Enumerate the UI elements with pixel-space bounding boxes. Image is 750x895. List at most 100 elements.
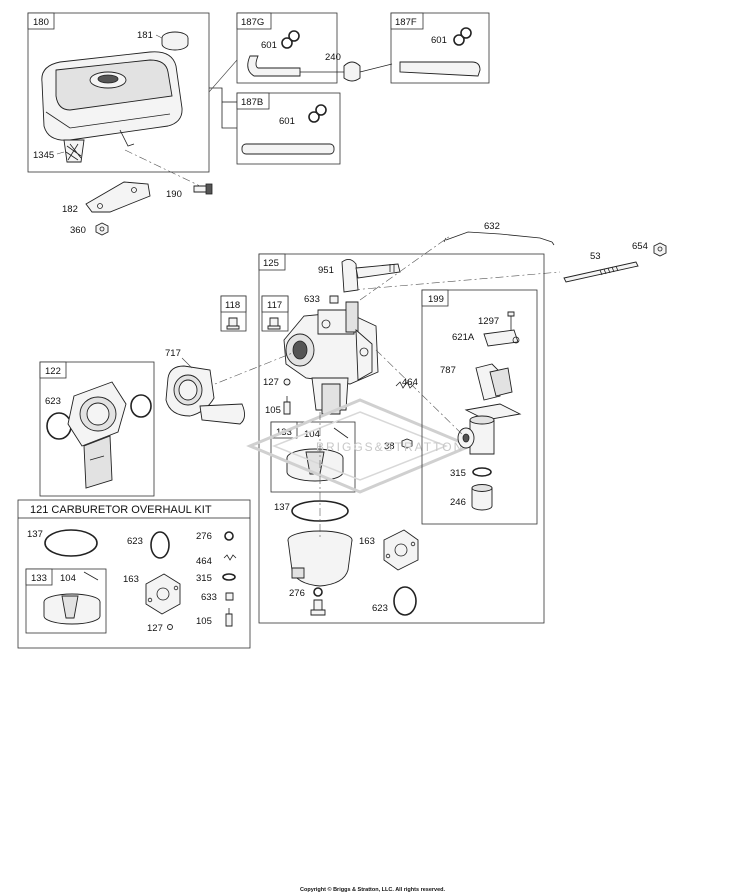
kit-label-137: 137 bbox=[27, 529, 43, 540]
label-623-122: 623 bbox=[45, 396, 61, 407]
screw-38-part bbox=[401, 438, 413, 449]
label-127: 127 bbox=[263, 377, 279, 388]
spring-464-part bbox=[395, 381, 415, 389]
kit-float-box-label: 133 bbox=[31, 573, 47, 584]
gasket-assembly-122-group: 122 623 bbox=[39, 361, 155, 497]
kit-label-315: 315 bbox=[196, 573, 212, 584]
linkage-box-frame bbox=[421, 289, 538, 525]
overhaul-kit-title: 121 CARBURETOR OVERHAUL KIT bbox=[30, 504, 212, 516]
fuel-line-187b-box-label: 187B bbox=[241, 97, 263, 108]
stud-part bbox=[563, 261, 639, 283]
label-621a: 621A bbox=[452, 332, 475, 343]
fuel-line-187f-frame bbox=[390, 12, 490, 84]
fuel-line-187b-group: 187B 601 bbox=[236, 92, 341, 165]
governor-spring-part bbox=[443, 231, 555, 246]
label-633: 633 bbox=[304, 294, 320, 305]
kit-label-127: 127 bbox=[147, 623, 163, 634]
label-601-b: 601 bbox=[279, 116, 295, 127]
float-pin-104-part bbox=[333, 427, 349, 439]
fuel-tank-group: 180 181 1345 bbox=[27, 12, 210, 173]
tank-to-fuel-line-connector bbox=[209, 87, 237, 129]
fuel-line-187g-box-label: 187G bbox=[241, 17, 264, 28]
air-cleaner-gasket-717-part bbox=[165, 365, 245, 425]
label-951: 951 bbox=[318, 265, 334, 276]
kit-label-633: 633 bbox=[201, 592, 217, 603]
kit-float-box-frame bbox=[25, 568, 107, 634]
overhaul-kit-group: 121 CARBURETOR OVERHAUL KIT 137 623 276 … bbox=[17, 499, 251, 649]
fuel-tank-box-label: 180 bbox=[33, 17, 49, 28]
gasket-assembly-122-box-label: 122 bbox=[45, 366, 61, 377]
label-601-f: 601 bbox=[431, 35, 447, 46]
fuel-line-187g-frame bbox=[236, 12, 338, 84]
label-181: 181 bbox=[137, 30, 153, 41]
fuel-valve-part bbox=[457, 403, 522, 455]
watermark-text: BRIGGS&STRATTON bbox=[316, 440, 464, 454]
lever-787-part bbox=[475, 363, 513, 401]
needle-105-part bbox=[283, 396, 291, 415]
part-117-box-label: 117 bbox=[267, 300, 282, 311]
label-276: 276 bbox=[289, 588, 305, 599]
label-104: 104 bbox=[304, 429, 320, 440]
kit-label-105: 105 bbox=[196, 616, 212, 627]
label-601-g: 601 bbox=[261, 40, 277, 51]
sediment-bowl-246-part bbox=[471, 484, 493, 511]
gasket-623-part bbox=[393, 586, 417, 616]
choke-lever-part bbox=[341, 259, 401, 293]
label-360: 360 bbox=[70, 225, 86, 236]
fuel-line-187b-frame bbox=[236, 92, 341, 165]
watermark: BRIGGS&STRATTON bbox=[246, 398, 474, 494]
washer-276-part bbox=[313, 587, 323, 597]
float-part bbox=[286, 448, 344, 482]
kit-label-104: 104 bbox=[60, 573, 76, 584]
label-190: 190 bbox=[166, 189, 182, 200]
label-38: 38 bbox=[384, 441, 395, 452]
label-182: 182 bbox=[62, 204, 78, 215]
label-1345: 1345 bbox=[33, 150, 54, 161]
part-117-group: 117 bbox=[261, 295, 289, 332]
kit-float-part bbox=[43, 593, 101, 625]
label-654: 654 bbox=[632, 241, 648, 252]
kit-label-276: 276 bbox=[196, 531, 212, 542]
label-632: 632 bbox=[484, 221, 500, 232]
float-bowl-part bbox=[287, 530, 353, 587]
overhaul-kit-frame bbox=[17, 499, 251, 649]
gasket-assembly-122-frame bbox=[39, 361, 155, 497]
kit-label-623: 623 bbox=[127, 536, 143, 547]
bracket-621a-part bbox=[483, 329, 520, 347]
part-118-group: 118 bbox=[220, 295, 247, 332]
carburetor-box-label: 125 bbox=[263, 258, 279, 269]
label-787: 787 bbox=[440, 365, 456, 376]
cap-633-part bbox=[329, 295, 339, 304]
fuel-line-187g-group: 187G 601 bbox=[236, 12, 338, 84]
bowl-screw-part bbox=[310, 599, 326, 616]
carburetor-body-part bbox=[283, 301, 379, 415]
label-240: 240 bbox=[325, 52, 341, 63]
copyright-notice: Copyright © Briggs & Stratton, LLC. All … bbox=[300, 886, 446, 893]
nut-part bbox=[95, 222, 109, 236]
kit-label-163: 163 bbox=[123, 574, 139, 585]
fuel-tank-frame bbox=[27, 12, 210, 173]
fuel-shutoff-valve-part bbox=[300, 61, 393, 82]
nut-654-part bbox=[653, 242, 667, 257]
linkage-box-label: 199 bbox=[428, 294, 444, 305]
kit-gasket-163-part bbox=[145, 573, 181, 615]
label-53: 53 bbox=[590, 251, 601, 262]
label-246: 246 bbox=[450, 497, 466, 508]
filter-screen-part bbox=[63, 139, 85, 163]
label-464: 464 bbox=[402, 377, 418, 388]
label-105: 105 bbox=[265, 405, 281, 416]
fuel-line-187f-group: 187F 601 bbox=[390, 12, 490, 84]
fuel-line-187f-box-label: 187F bbox=[395, 17, 417, 28]
carburetor-frame bbox=[258, 253, 545, 624]
washer-315-part bbox=[472, 467, 492, 477]
gasket-163-part bbox=[383, 529, 419, 571]
label-623-carb: 623 bbox=[372, 603, 388, 614]
label-717: 717 bbox=[165, 348, 181, 359]
fuel-tank-part bbox=[41, 51, 183, 147]
kit-needle-105-part bbox=[225, 608, 233, 627]
kit-label-464: 464 bbox=[196, 556, 212, 567]
insulator-part bbox=[67, 381, 127, 489]
carburetor-group: 125 951 633 127 464 bbox=[246, 253, 545, 624]
bolt-part bbox=[193, 183, 213, 195]
